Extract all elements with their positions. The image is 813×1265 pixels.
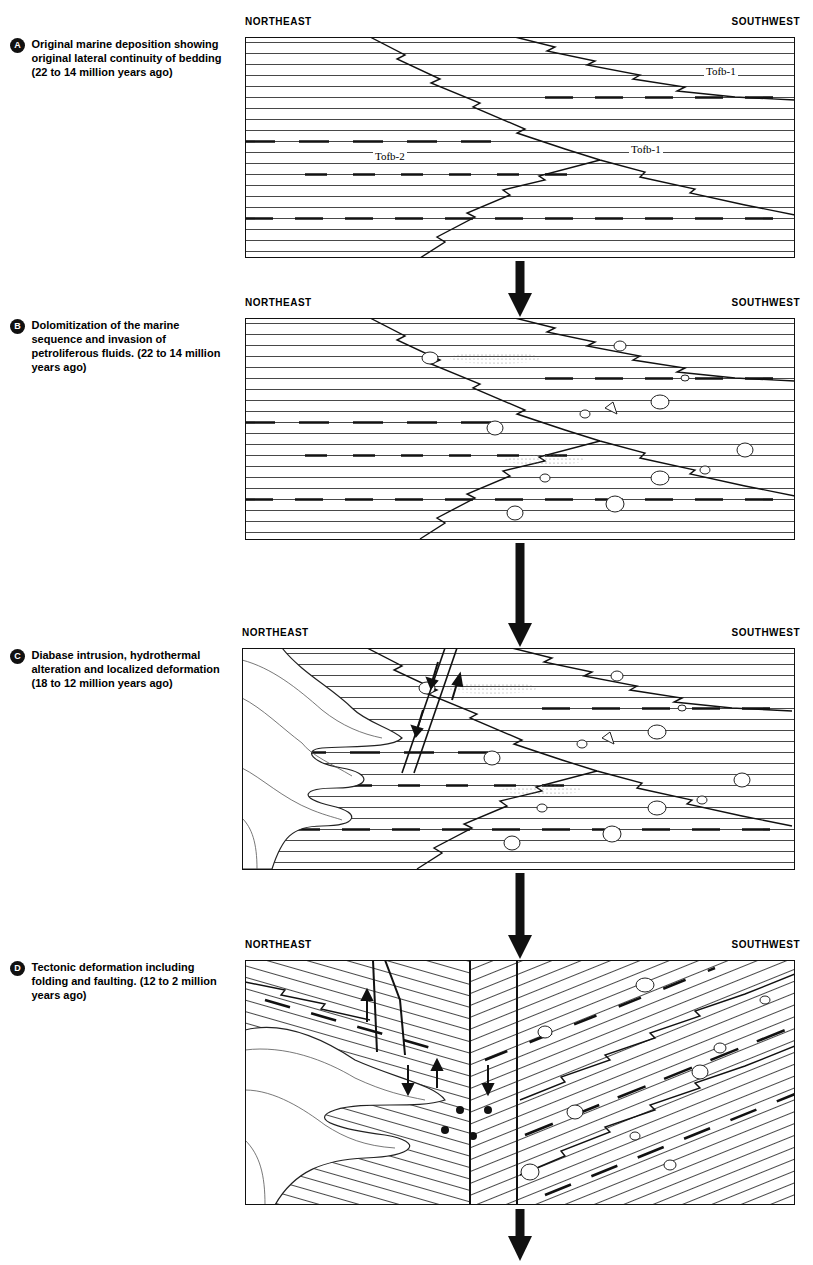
direction-label: NORTHEAST bbox=[245, 939, 312, 951]
direction-label: NORTHEAST bbox=[245, 297, 312, 309]
stage-caption: Original marine deposition showing origi… bbox=[32, 37, 232, 79]
stage-caption: Dolomitization of the marine sequence an… bbox=[32, 318, 232, 374]
sequence-arrow bbox=[516, 543, 525, 623]
direction-label: SOUTHWEST bbox=[732, 297, 800, 309]
direction-label: NORTHEAST bbox=[242, 627, 309, 639]
panel-d-art bbox=[245, 960, 801, 1205]
fault-line bbox=[373, 960, 517, 1205]
unit-label: Tofb-2 bbox=[373, 150, 407, 162]
panel-b-art bbox=[240, 313, 810, 573]
direction-label: SOUTHWEST bbox=[732, 16, 800, 28]
section-panel: Diabase intrusion, hydrothermal alterati… bbox=[242, 648, 795, 870]
unit-label: Tofb-1 bbox=[629, 143, 663, 155]
diabase-intrusion bbox=[242, 648, 402, 869]
section-panel: Tectonic deformation including folding a… bbox=[245, 960, 795, 1205]
step-letter: A bbox=[10, 38, 25, 53]
step-letter: C bbox=[10, 649, 25, 664]
continuation-arrow bbox=[508, 1209, 532, 1261]
unit-label: Tofb-1 bbox=[704, 65, 738, 77]
direction-label: SOUTHWEST bbox=[732, 627, 800, 639]
step-letter: D bbox=[10, 961, 25, 976]
section-panel: Dolomitization of the marine sequence an… bbox=[245, 318, 795, 540]
section-panel: Original marine deposition showing origi… bbox=[245, 37, 795, 258]
direction-label: SOUTHWEST bbox=[732, 939, 800, 951]
fault-line bbox=[402, 648, 457, 773]
direction-label: NORTHEAST bbox=[245, 16, 312, 28]
panel-a-art bbox=[240, 32, 810, 292]
panel-c-art bbox=[237, 643, 807, 903]
step-letter: B bbox=[10, 319, 25, 334]
diabase-intrusion bbox=[245, 1027, 445, 1205]
sequence-arrow bbox=[516, 873, 525, 935]
stage-caption: Diabase intrusion, hydrothermal alterati… bbox=[32, 648, 232, 690]
sequence-arrow bbox=[516, 261, 525, 293]
stage-caption: Tectonic deformation including folding a… bbox=[32, 960, 232, 1002]
